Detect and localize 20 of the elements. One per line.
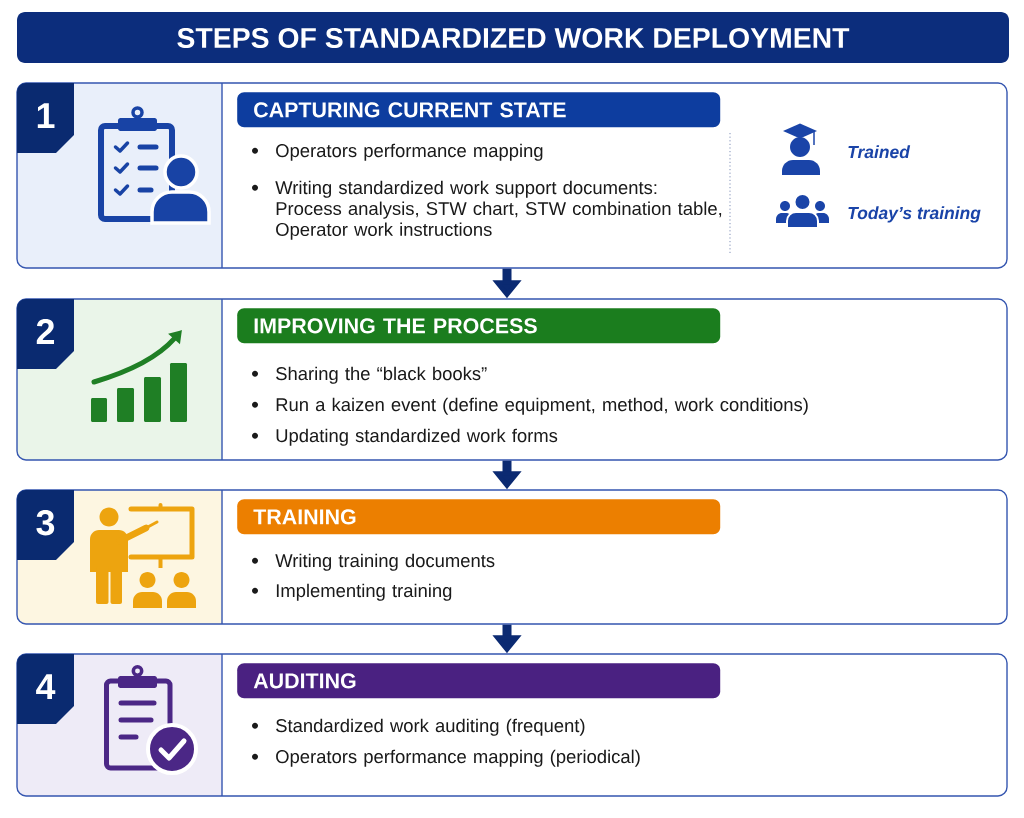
bullet-text: Sharing the “black books” [276, 366, 487, 384]
number-badge: 1 [17, 83, 74, 153]
bullet-text: Standardized work auditing (frequent) [276, 718, 585, 736]
title-banner: STEPS OF STANDARDIZED WORK DEPLOYMENT [17, 12, 1009, 63]
bullet-text: Writing standardized work support documents: Process analysis, STW chart, STW combination table, Operator work instructions [275, 180, 722, 240]
bullet-text: Run a kaizen event (define equipment, method, work conditions) [276, 397, 808, 415]
heading-bar: IMPROVING THE PROCESS [237, 308, 721, 344]
bullet-text: Updating standardized work forms [276, 428, 558, 446]
heading-bar: AUDITING [237, 663, 721, 699]
legend-text: Trained [848, 145, 911, 159]
heading-bar: TRAINING [237, 499, 721, 535]
bullet-text: Implementing training [276, 583, 452, 601]
number-badge: 4 [17, 654, 74, 724]
legend-text: Today’s training [848, 206, 981, 223]
bullet-text: Writing training documents [275, 553, 495, 571]
heading-bar: CAPTURING CURRENT STATE [237, 92, 721, 128]
number-badge: 3 [17, 490, 74, 560]
number-badge: 2 [17, 299, 74, 369]
bullet-text: Operators performance mapping [276, 143, 543, 161]
bullet-text: Operators performance mapping (periodical) [276, 749, 640, 767]
